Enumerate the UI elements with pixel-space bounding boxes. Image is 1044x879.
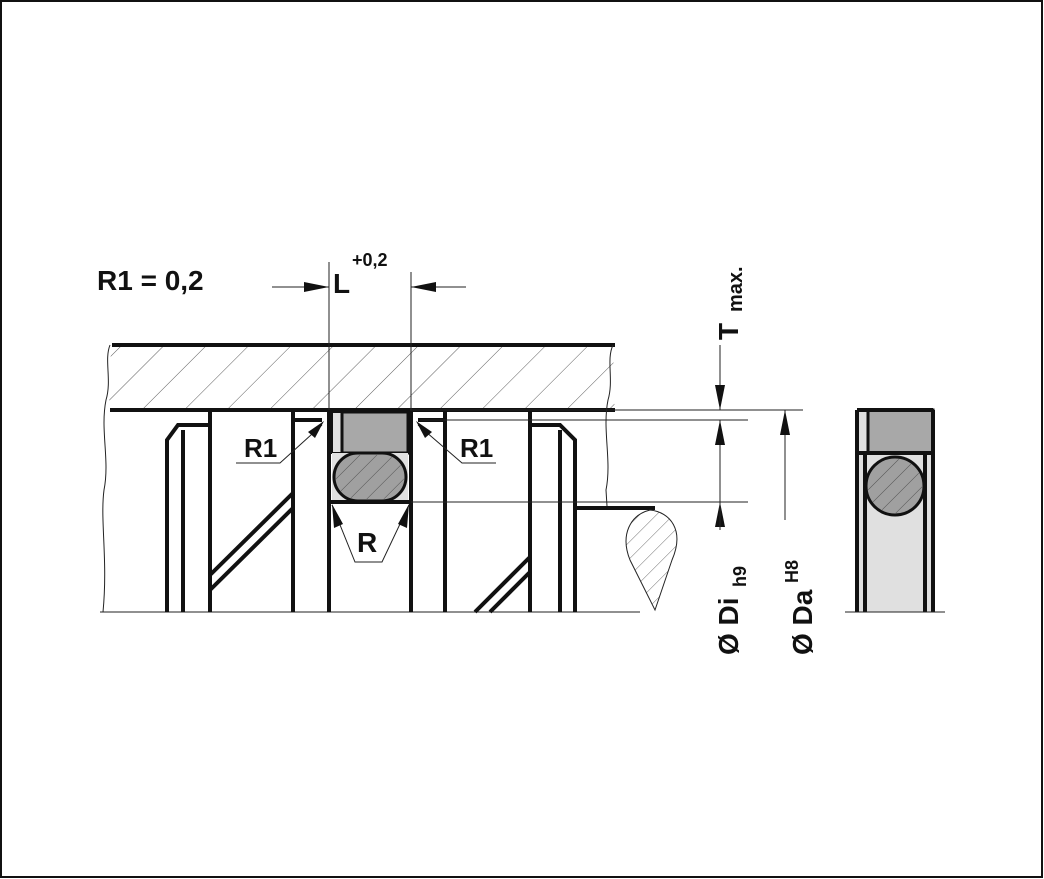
r1-right-label: R1	[460, 433, 493, 463]
right-guide	[418, 410, 678, 614]
rod-edge-detail	[625, 509, 678, 612]
da-label: Ø Da	[787, 589, 818, 655]
seal-cross-section	[845, 408, 945, 613]
dimensions	[236, 262, 803, 563]
r1-left-label: R1	[244, 433, 277, 463]
seal-cap	[340, 410, 410, 455]
di-label: Ø Di	[713, 597, 744, 655]
r-radius-label: R	[357, 527, 377, 558]
l-dimension: L	[333, 268, 350, 299]
r1-note: R1 = 0,2	[97, 265, 204, 296]
t-max-label: T	[713, 323, 744, 340]
da-tolerance: H8	[782, 560, 802, 583]
di-tolerance: h9	[730, 566, 750, 587]
left-guide	[165, 410, 322, 612]
l-tolerance: +0,2	[352, 250, 388, 270]
groove	[327, 410, 413, 612]
t-max-suffix: max.	[725, 266, 747, 312]
